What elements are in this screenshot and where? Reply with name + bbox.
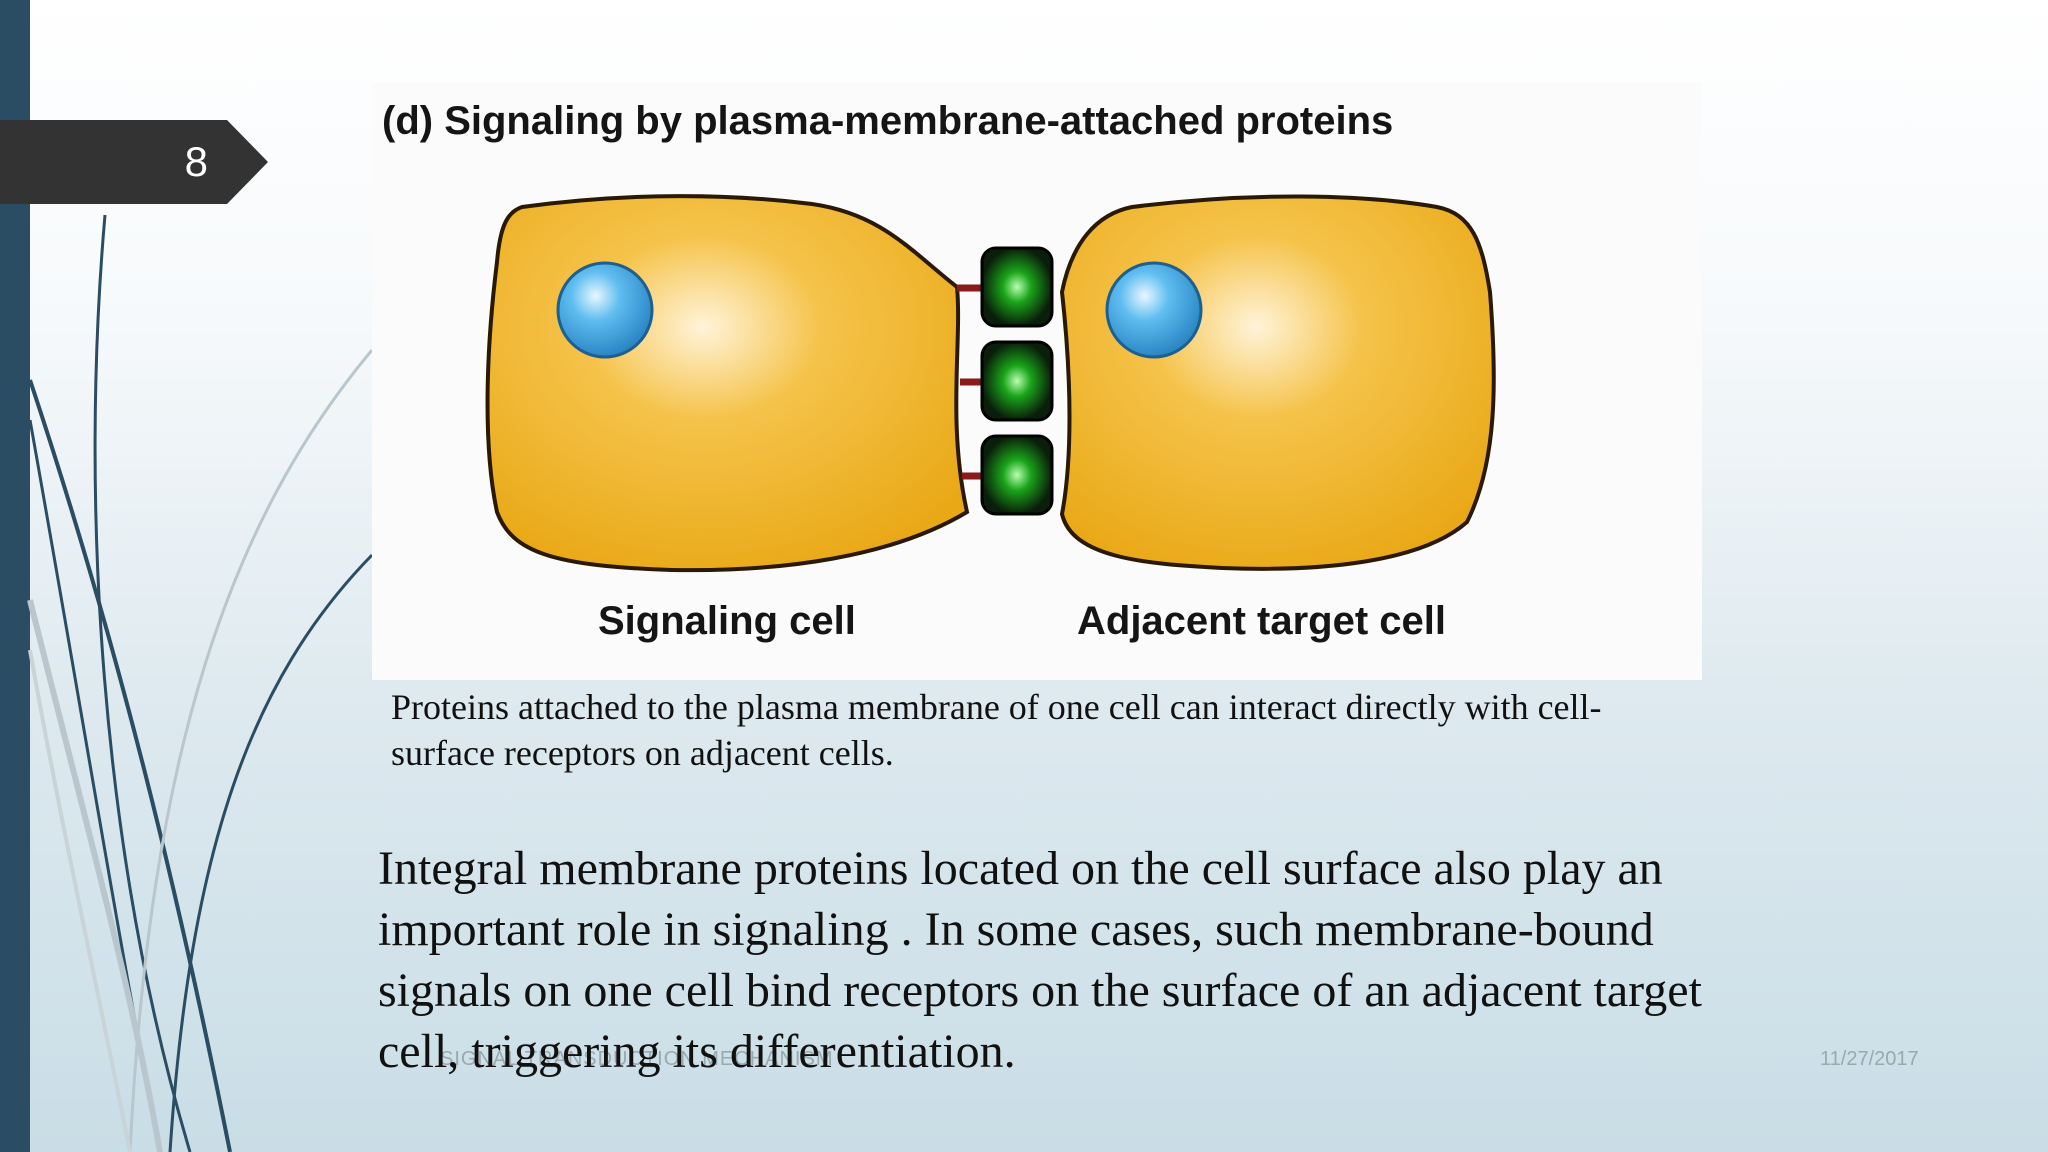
membrane-protein-1 <box>957 246 1054 328</box>
decorative-swooshes <box>27 214 374 1152</box>
target-cell-nucleus <box>1105 261 1203 359</box>
signaling-cell <box>485 194 970 573</box>
cell-signaling-figure: (d) Signaling by plasma-membrane-attache… <box>372 82 1702 680</box>
figure-caption: Proteins attached to the plasma membrane… <box>391 687 1602 773</box>
membrane-protein-2 <box>960 340 1054 422</box>
footer-text: SIGNAL TRANSDUCTION MECHANISM <box>440 1048 834 1070</box>
slide-number: 8 <box>184 138 208 185</box>
figure-title: (d) Signaling by plasma-membrane-attache… <box>382 99 1393 143</box>
footer-date: 11/27/2017 <box>1820 1048 1919 1070</box>
target-cell <box>1059 194 1496 571</box>
signaling-cell-label: Signaling cell <box>598 599 856 643</box>
slide-number-tab: 8 <box>0 120 268 204</box>
body-paragraph: Integral membrane proteins located on th… <box>378 842 1702 1078</box>
signaling-cell-nucleus <box>556 261 654 359</box>
target-cell-label: Adjacent target cell <box>1077 599 1446 643</box>
membrane-protein-3 <box>962 434 1054 516</box>
